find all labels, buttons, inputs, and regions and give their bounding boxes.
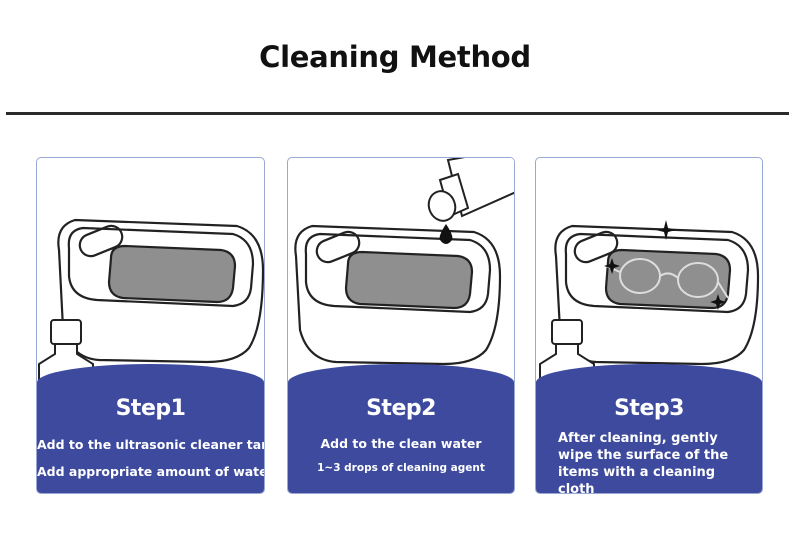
step-card-3: Step3 After cleaning, gently wipe the su… [535, 157, 763, 494]
step-title: Step2 [366, 396, 436, 421]
step-text-line: Add to the clean water [320, 436, 482, 451]
dropper-bottle-icon [427, 158, 514, 222]
step-panel-1: Step1 Add to the ultrasonic cleaner tank… [37, 364, 265, 493]
step-title: Step1 [115, 396, 186, 421]
step-panel-3: Step3 After cleaning, gently wipe the su… [536, 364, 762, 494]
page-title: Cleaning Method [259, 40, 531, 74]
title-divider [6, 112, 789, 115]
step-text-line: 1~3 drops of cleaning agent [317, 462, 485, 474]
ultrasonic-cleaner-icon [294, 158, 514, 366]
water-drop-icon [439, 224, 453, 244]
sparkle-icon [604, 220, 726, 310]
step-card-2: Step2 Add to the clean water 1~3 drops o… [287, 157, 515, 494]
step-text: After cleaning, gently wipe the surface … [558, 431, 729, 494]
step-card-1: Step1 Add to the ultrasonic cleaner tank… [36, 157, 265, 494]
ultrasonic-cleaner-icon [38, 218, 264, 398]
step-text-line: Add appropriate amount of water [37, 464, 265, 479]
ultrasonic-cleaner-icon [539, 220, 760, 398]
step-title: Step3 [614, 396, 684, 421]
step-text-line: Add to the ultrasonic cleaner tank [37, 437, 265, 452]
step-panel-2: Step2 Add to the clean water 1~3 drops o… [288, 364, 514, 493]
